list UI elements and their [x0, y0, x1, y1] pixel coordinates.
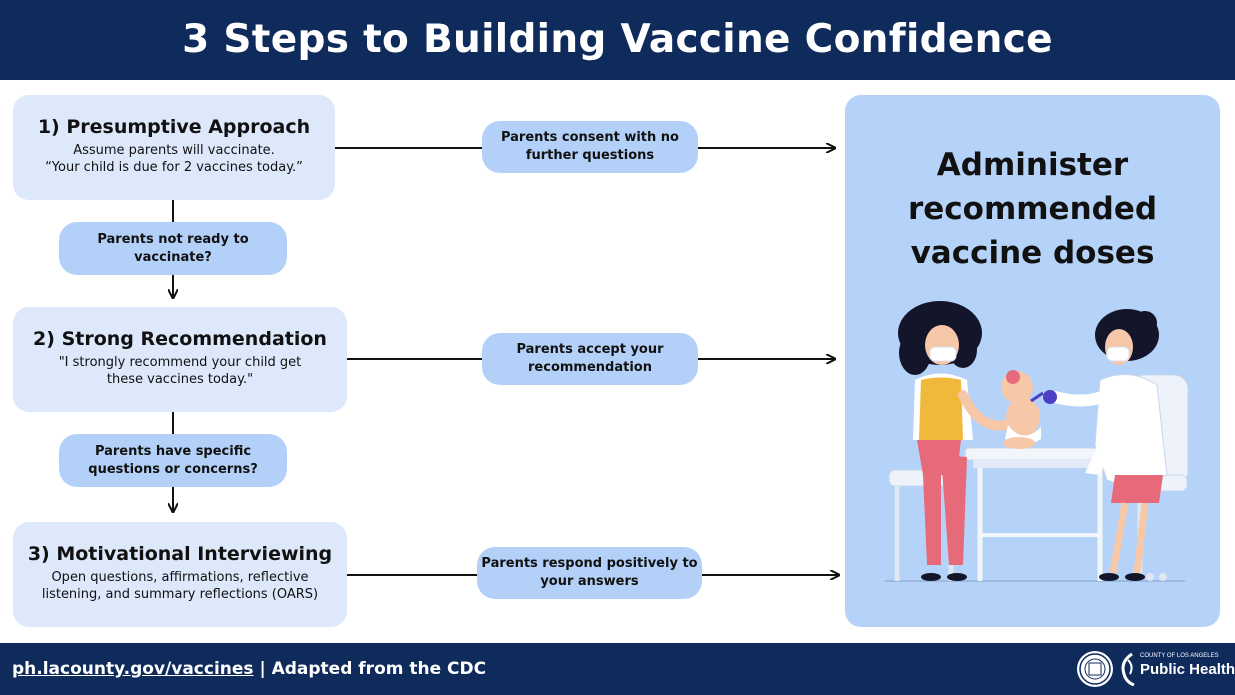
- step-3-title: 3) Motivational Interviewing: [27, 543, 333, 565]
- footer-attribution: | Adapted from the CDC: [253, 659, 487, 679]
- step-2-box: 2) Strong Recommendation "I strongly rec…: [13, 307, 347, 412]
- step-3-description: Open questions, affirmations, reflective…: [41, 570, 319, 602]
- vaccination-illustration: [885, 301, 1189, 582]
- transition-questions: Parents have specific questions or conce…: [59, 434, 287, 487]
- public-health-logo-icon: COUNTY OF LOS ANGELES Public Health: [1118, 651, 1235, 687]
- step-1-description: Assume parents will vaccinate. “Your chi…: [45, 143, 303, 175]
- step-1-box: 1) Presumptive Approach Assume parents w…: [13, 95, 335, 200]
- result-box: Administer recommended vaccine doses: [845, 95, 1220, 627]
- header-banner: 3 Steps to Building Vaccine Confidence: [0, 0, 1235, 80]
- page-title: 3 Steps to Building Vaccine Confidence: [182, 17, 1053, 62]
- outcome-accept: Parents accept your recommendation: [482, 333, 698, 385]
- footer-text: ph.lacounty.gov/vaccines | Adapted from …: [12, 643, 486, 695]
- county-seal-icon: [1077, 651, 1113, 687]
- step-1-title: 1) Presumptive Approach: [37, 116, 311, 138]
- footer-url-link[interactable]: ph.lacounty.gov/vaccines: [12, 659, 254, 679]
- footer-banner: ph.lacounty.gov/vaccines | Adapted from …: [0, 643, 1235, 695]
- step-2-title: 2) Strong Recommendation: [33, 328, 327, 350]
- logo-public-health-text: Public Health: [1140, 661, 1235, 678]
- step-3-box: 3) Motivational Interviewing Open questi…: [13, 522, 347, 627]
- result-text: Administer recommended vaccine doses: [907, 147, 1158, 271]
- step-2-description: "I strongly recommend your child get the…: [58, 355, 302, 387]
- logo-county-text: COUNTY OF LOS ANGELES: [1140, 653, 1219, 659]
- transition-not-ready: Parents not ready to vaccinate?: [59, 222, 287, 275]
- outcome-consent: Parents consent with no further question…: [482, 121, 698, 173]
- outcome-respond: Parents respond positively to your answe…: [477, 547, 702, 599]
